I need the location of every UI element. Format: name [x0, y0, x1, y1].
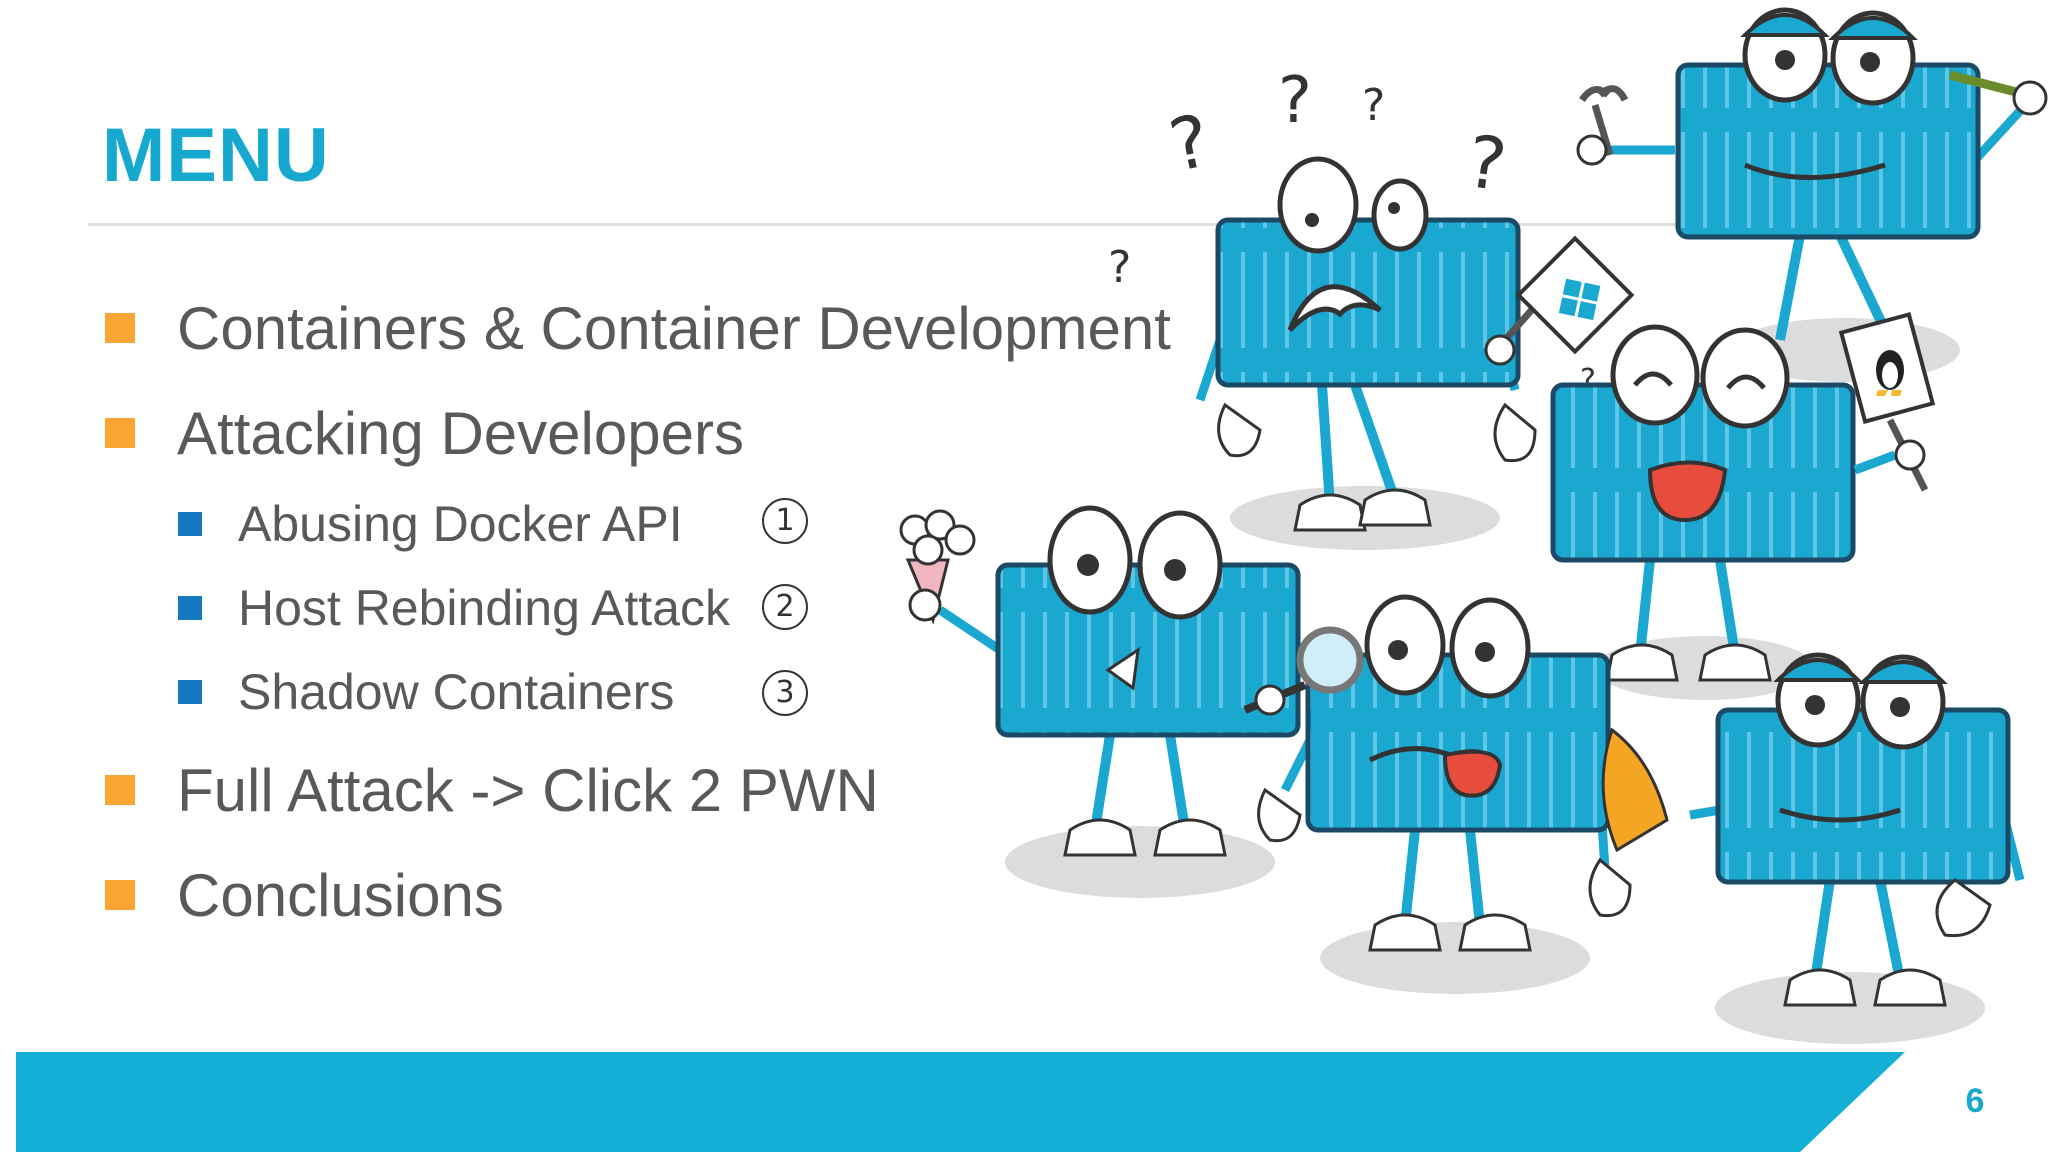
svg-text:?: ? [1278, 64, 1312, 138]
blue-square-bullet [178, 596, 202, 620]
character-builder [1576, 7, 2048, 341]
svg-text:?: ? [1462, 119, 1512, 208]
orange-square-bullet [105, 775, 135, 805]
blue-square-bullet [178, 680, 202, 704]
agenda-item-attacking-developers: Attacking Developers [105, 393, 744, 473]
orange-square-bullet [105, 313, 135, 343]
agenda-item-conclusions: Conclusions [105, 855, 504, 935]
svg-text:?: ? [1362, 80, 1385, 131]
page-number: 6 [1965, 1082, 1985, 1120]
agenda-subitem-label: Abusing Docker API [238, 496, 683, 552]
slide-title: MENU [102, 113, 330, 198]
circled-number-marker: 2 [762, 584, 808, 630]
question-marks: ? ? ? ? ? ? [1108, 64, 1596, 398]
agenda-subitem-label: Host Rebinding Attack [238, 580, 730, 636]
circled-number-marker: 3 [762, 670, 808, 716]
agenda-item-label: Full Attack -> Click 2 PWN [177, 756, 879, 824]
agenda-subitem-shadow-containers: Shadow Containers [178, 652, 674, 732]
agenda-subitem-label: Shadow Containers [238, 664, 675, 720]
blue-square-bullet [178, 512, 202, 536]
svg-text:?: ? [1108, 242, 1131, 293]
agenda-item-label: Containers & Container Development [177, 294, 1171, 362]
footer-band [16, 1052, 1905, 1152]
circled-number-marker: 1 [762, 498, 808, 544]
linux-penguin-icon [1876, 350, 1904, 396]
agenda-list: Containers & Container Development Attac… [105, 288, 1171, 935]
agenda-item-full-attack: Full Attack -> Click 2 PWN [105, 750, 879, 830]
character-happy [1484, 235, 1936, 682]
agenda-subitem-docker-api: Abusing Docker API [178, 484, 683, 564]
agenda-item-label: Conclusions [177, 861, 504, 929]
orange-square-bullet [105, 880, 135, 910]
agenda-item-label: Attacking Developers [177, 399, 744, 467]
character-calm [1601, 652, 2025, 1007]
orange-square-bullet [105, 418, 135, 448]
character-curious [1243, 594, 1632, 952]
character-surprised [899, 505, 1301, 857]
windows-logo-icon [1558, 278, 1601, 321]
character-worried [1195, 156, 1537, 532]
title-divider [88, 223, 1720, 226]
agenda-item-containers: Containers & Container Development [105, 288, 1171, 368]
agenda-subitem-host-rebinding: Host Rebinding Attack [178, 568, 730, 648]
